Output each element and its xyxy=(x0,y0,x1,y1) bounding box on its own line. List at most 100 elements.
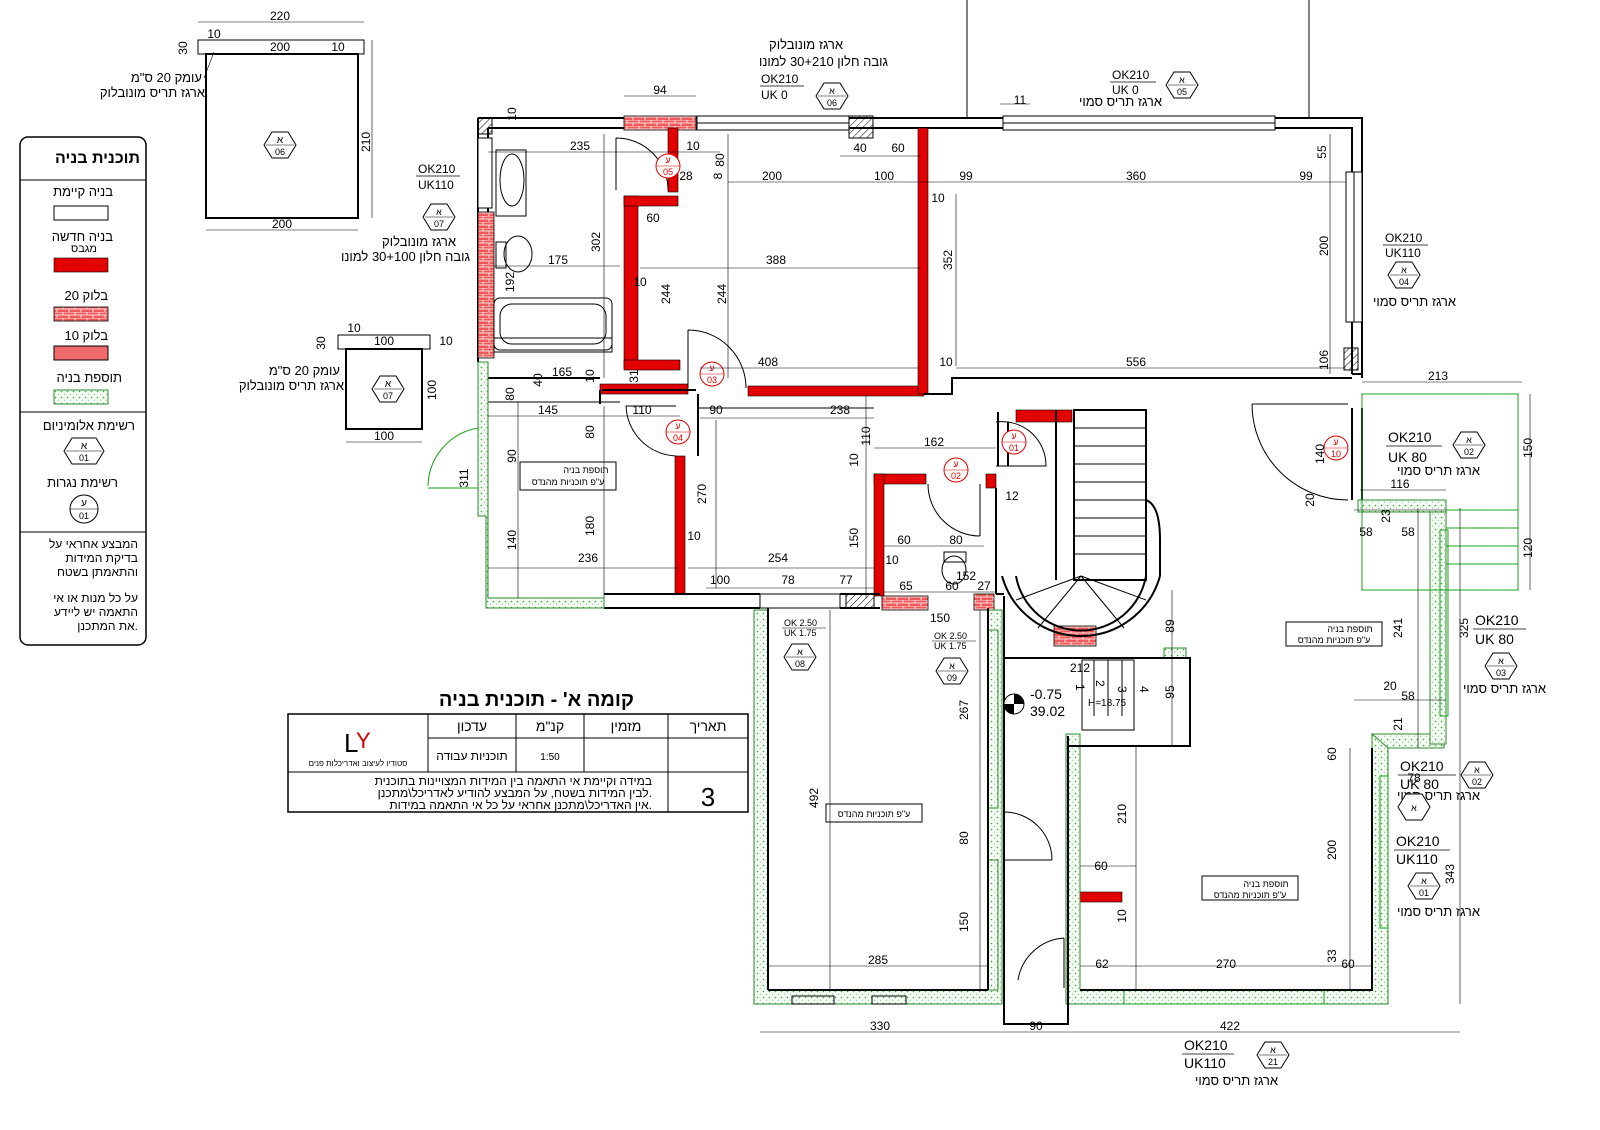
legend-addition-swatch xyxy=(53,389,109,405)
svg-text:א: א xyxy=(1401,265,1407,275)
door-tag-03: ע 03 xyxy=(699,361,725,387)
svg-text:02: 02 xyxy=(951,471,961,481)
svg-text:10: 10 xyxy=(885,553,899,567)
svg-text:90: 90 xyxy=(505,449,519,463)
svg-text:192: 192 xyxy=(503,272,517,292)
svg-text:UK 80: UK 80 xyxy=(1400,776,1439,792)
svg-text:60: 60 xyxy=(897,533,911,547)
level-marker: -0.75 39.02 xyxy=(1003,686,1065,719)
svg-text:3: 3 xyxy=(1115,686,1129,693)
detail07-tag-b: 07 xyxy=(383,391,393,401)
legend-carpentry-tag-b: 01 xyxy=(79,511,89,521)
svg-text:4: 4 xyxy=(1137,686,1151,693)
legend-aluminum-tag-b: 01 xyxy=(79,453,89,463)
detail07-note-1: עומק 20 ס"מ xyxy=(269,363,340,378)
floor-plan: ע 05 ע 03 ע 04 ע 02 ע 01 xyxy=(341,0,1546,1088)
svg-text:OK210: OK210 xyxy=(1475,612,1519,628)
window-tag-02b-glyph: א xyxy=(1411,803,1417,813)
svg-text:60: 60 xyxy=(1094,859,1108,873)
legend-carpentry-label: רשימת נגרות xyxy=(47,475,118,490)
svg-text:ארגז תריס סמוי: ארגז תריס סמוי xyxy=(1397,904,1480,919)
svg-text:60: 60 xyxy=(945,579,959,593)
svg-text:150: 150 xyxy=(930,611,950,625)
svg-text:א: א xyxy=(949,661,955,671)
svg-text:40: 40 xyxy=(531,373,545,387)
legend-note1-line1: המבצע אחראי על xyxy=(49,537,138,551)
svg-text:א: א xyxy=(436,207,442,217)
svg-text:OK210: OK210 xyxy=(1385,231,1423,245)
logo-caption: סטודיו לעיצוב ואדריכלות פנים xyxy=(309,759,408,768)
svg-text:165: 165 xyxy=(552,365,572,379)
svg-text:8: 8 xyxy=(711,172,725,179)
svg-text:120: 120 xyxy=(1521,538,1535,558)
svg-text:10: 10 xyxy=(633,275,647,289)
svg-text:200: 200 xyxy=(1317,236,1331,256)
title-header-scale: קנ"מ xyxy=(536,718,564,734)
detail07-left: 10 xyxy=(347,321,361,335)
svg-text:343: 343 xyxy=(1443,864,1457,884)
svg-text:08: 08 xyxy=(795,659,805,669)
door-tag-05: ע 05 xyxy=(655,153,681,179)
svg-text:200: 200 xyxy=(762,169,782,183)
svg-text:UK110: UK110 xyxy=(1184,1055,1226,1071)
svg-text:ע"פ תוכניות מהנדס: ע"פ תוכניות מהנדס xyxy=(838,809,911,819)
svg-text:10: 10 xyxy=(583,369,597,383)
svg-text:55: 55 xyxy=(1315,145,1329,159)
legend-block10-label: בלוק 10 xyxy=(64,328,108,343)
window-callout-08: OK 2.50 UK 1.75 א 08 xyxy=(782,618,826,671)
svg-text:39.02: 39.02 xyxy=(1030,703,1065,719)
svg-text:10: 10 xyxy=(931,191,945,205)
svg-text:UK110: UK110 xyxy=(1396,851,1438,867)
svg-text:ארגז תריס סמוי: ארגז תריס סמוי xyxy=(1463,681,1546,696)
legend-note2-line1: על כל מנות או אי xyxy=(53,591,138,605)
svg-text:Y: Y xyxy=(356,728,371,753)
door-tag-01: ע 01 xyxy=(1001,429,1027,455)
svg-text:OK210: OK210 xyxy=(1112,68,1150,82)
svg-text:80: 80 xyxy=(957,831,971,845)
svg-text:80: 80 xyxy=(949,533,963,547)
window-callout-02a: OK210 UK 80 א 02 ארגז תריס סמוי xyxy=(1386,429,1486,478)
legend-aluminum-label: רשימת אלומיניום xyxy=(43,418,135,433)
svg-text:60: 60 xyxy=(646,211,660,225)
detail06-depth: 30 xyxy=(176,41,190,55)
addition-note-lower-right: תוספת בניה ע"פ תוכניות מהנדס xyxy=(1201,875,1299,901)
svg-text:OK210: OK210 xyxy=(1388,429,1432,445)
svg-text:OK210: OK210 xyxy=(1396,833,1440,849)
svg-text:א: א xyxy=(1466,435,1472,445)
svg-text:150: 150 xyxy=(957,912,971,932)
addition-note-right: תוספת בניה ע"פ תוכניות מהנדס xyxy=(1285,621,1383,647)
svg-text:-0.75: -0.75 xyxy=(1030,686,1062,702)
svg-text:150: 150 xyxy=(1521,438,1535,458)
svg-text:09: 09 xyxy=(947,673,957,683)
detail07-right: 10 xyxy=(439,334,453,348)
svg-text:270: 270 xyxy=(695,484,709,504)
legend-block10-swatch xyxy=(53,345,109,361)
svg-text:03: 03 xyxy=(1496,668,1506,678)
svg-text:60: 60 xyxy=(1325,747,1339,761)
svg-text:20: 20 xyxy=(1303,493,1317,507)
legend-panel: תוכנית בניה בניה קיימת בניה חדשה מגבס בל… xyxy=(19,136,147,646)
svg-text:1: 1 xyxy=(1073,684,1087,691)
svg-text:ארגז תריס סמוי: ארגז תריס סמוי xyxy=(1397,463,1480,478)
svg-text:UK 80: UK 80 xyxy=(1475,631,1514,647)
svg-text:244: 244 xyxy=(659,284,673,304)
detail06-bottom: 200 xyxy=(272,217,292,231)
svg-text:302: 302 xyxy=(589,232,603,252)
detail07-inner: 100 xyxy=(374,334,394,348)
detail06-height: 210 xyxy=(359,132,373,152)
svg-text:א: א xyxy=(1270,1045,1276,1055)
svg-text:א: א xyxy=(1179,75,1185,85)
svg-text:ע: ע xyxy=(953,459,958,469)
svg-text:270: 270 xyxy=(1216,957,1236,971)
svg-text:ארגז תריס סמוי: ארגז תריס סמוי xyxy=(1079,94,1162,109)
svg-text:90: 90 xyxy=(1029,1019,1043,1033)
plan-title: קומה א' - תוכנית בניה xyxy=(439,689,634,711)
window-callout-09: OK 2.50 UK 1.75 א 09 xyxy=(932,631,976,685)
svg-text:267: 267 xyxy=(957,700,971,720)
svg-text:UK110: UK110 xyxy=(418,178,454,192)
detail07-height: 100 xyxy=(425,380,439,400)
svg-text:03: 03 xyxy=(707,375,717,385)
legend-new-swatch xyxy=(53,257,109,273)
dimension-lines xyxy=(488,95,1531,1033)
svg-text:235: 235 xyxy=(570,139,590,153)
